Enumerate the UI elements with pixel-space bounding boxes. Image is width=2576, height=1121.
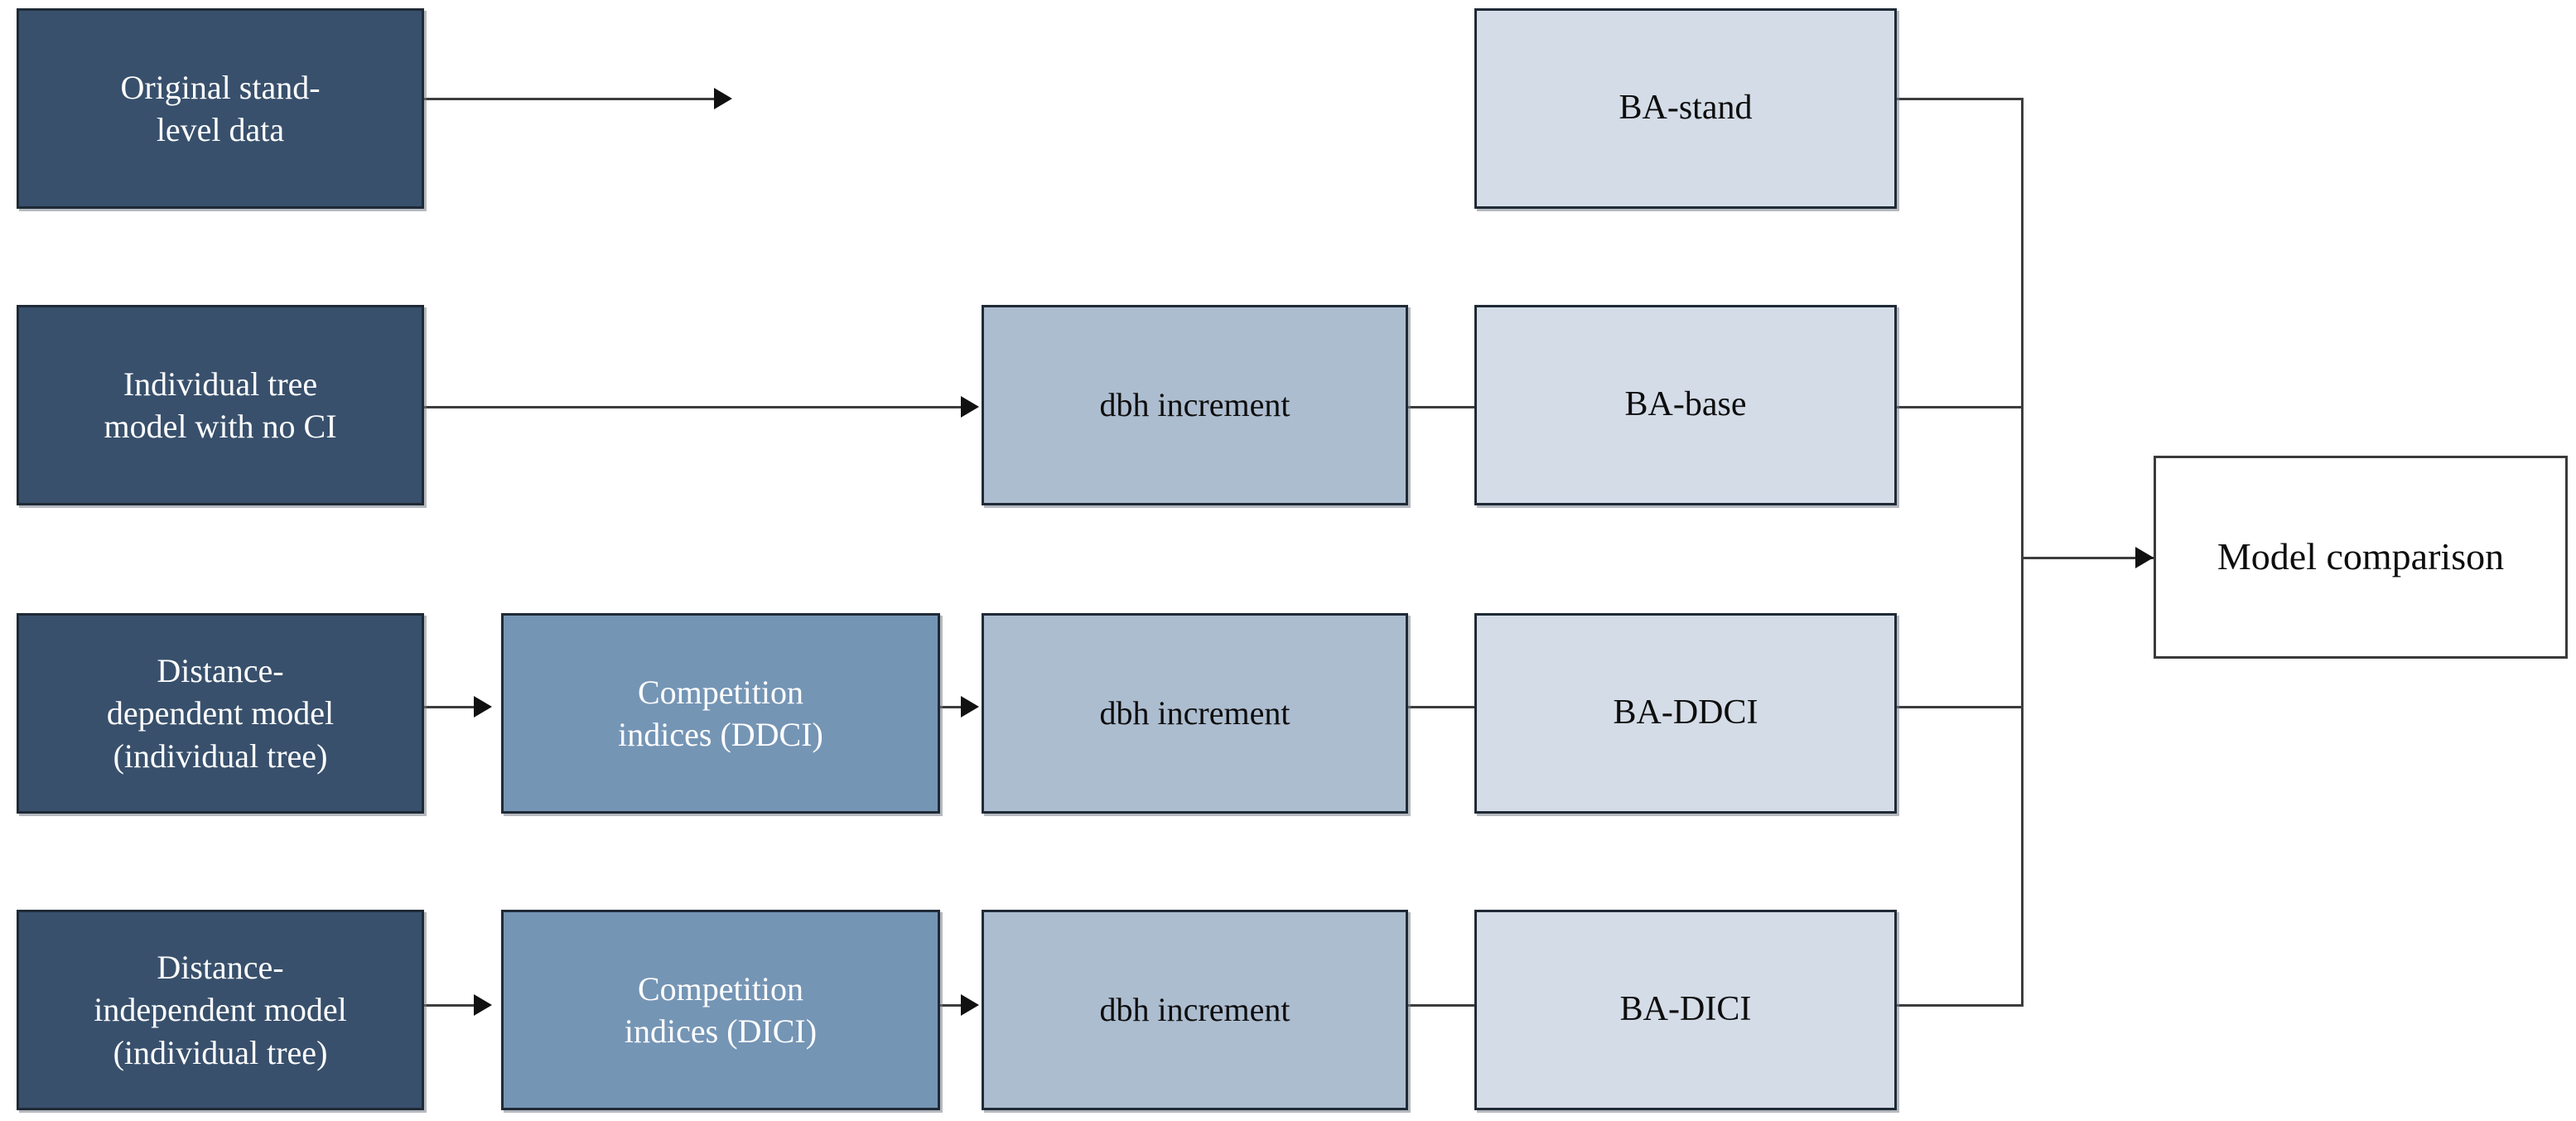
edge-ba-stand-to-bus xyxy=(1897,98,2024,100)
node-label: Competition indices (DICI) xyxy=(624,969,818,1050)
node-distance-dependent-model[interactable]: Distance- dependent model (individual tr… xyxy=(17,613,424,814)
node-dbh-increment-row3[interactable]: dbh increment xyxy=(982,613,1408,814)
arrowhead-to-model-comparison xyxy=(2135,547,2154,568)
edge-source-dd-to-ddci xyxy=(424,706,478,708)
node-label: Original stand- level data xyxy=(120,68,321,148)
node-original-stand-level-data[interactable]: Original stand- level data xyxy=(17,8,424,209)
arrowhead-to-ci-ddci xyxy=(474,696,492,718)
node-label: BA-DDCI xyxy=(1613,693,1758,732)
node-ba-dici[interactable]: BA-DICI xyxy=(1474,910,1897,1110)
node-individual-tree-model-no-ci[interactable]: Individual tree model with no CI xyxy=(17,305,424,505)
node-label: BA-stand xyxy=(1618,89,1753,128)
arrowhead-to-dbh-row4 xyxy=(961,994,979,1016)
node-dbh-increment-row4[interactable]: dbh increment xyxy=(982,910,1408,1110)
edge-ba-ddci-to-bus xyxy=(1897,706,2024,708)
edge-source-stand-to-ba-stand xyxy=(424,98,718,100)
edge-source-notree-to-dbh xyxy=(424,406,965,408)
node-competition-indices-ddci[interactable]: Competition indices (DDCI) xyxy=(501,613,940,814)
node-label: Individual tree model with no CI xyxy=(104,365,337,445)
node-ba-ddci[interactable]: BA-DDCI xyxy=(1474,613,1897,814)
node-label: Distance- dependent model (individual tr… xyxy=(106,652,335,775)
node-label: dbh increment xyxy=(1099,386,1290,424)
node-label: dbh increment xyxy=(1099,694,1290,732)
node-competition-indices-dici[interactable]: Competition indices (DICI) xyxy=(501,910,940,1110)
node-model-comparison[interactable]: Model comparison xyxy=(2154,456,2568,659)
node-label: Model comparison xyxy=(2217,535,2505,578)
arrowhead-to-dbh-row3 xyxy=(961,696,979,718)
arrowhead-to-dbh-row2 xyxy=(961,396,979,418)
edge-ddci-to-dbh-row3 xyxy=(940,706,965,708)
edge-ba-dici-to-bus xyxy=(1897,1004,2024,1007)
edge-ba-base-to-bus xyxy=(1897,406,2024,408)
edge-source-di-to-dici xyxy=(424,1004,478,1007)
node-label: dbh increment xyxy=(1099,991,1290,1029)
edge-bus-to-final xyxy=(2021,557,2154,559)
node-label: BA-DICI xyxy=(1619,990,1752,1029)
node-distance-independent-model[interactable]: Distance- independent model (individual … xyxy=(17,910,424,1110)
arrowhead-to-ci-dici xyxy=(474,994,492,1016)
edge-ba-collector-trunk xyxy=(2021,98,2024,1007)
node-dbh-increment-row2[interactable]: dbh increment xyxy=(982,305,1408,505)
node-ba-stand[interactable]: BA-stand xyxy=(1474,8,1897,209)
edge-dici-to-dbh-row4 xyxy=(940,1004,965,1007)
node-label: Competition indices (DDCI) xyxy=(618,673,823,753)
node-label: Distance- independent model (individual … xyxy=(94,949,347,1071)
node-ba-base[interactable]: BA-base xyxy=(1474,305,1897,505)
node-label: BA-base xyxy=(1624,385,1747,424)
arrowhead-to-ba-stand xyxy=(714,88,732,109)
